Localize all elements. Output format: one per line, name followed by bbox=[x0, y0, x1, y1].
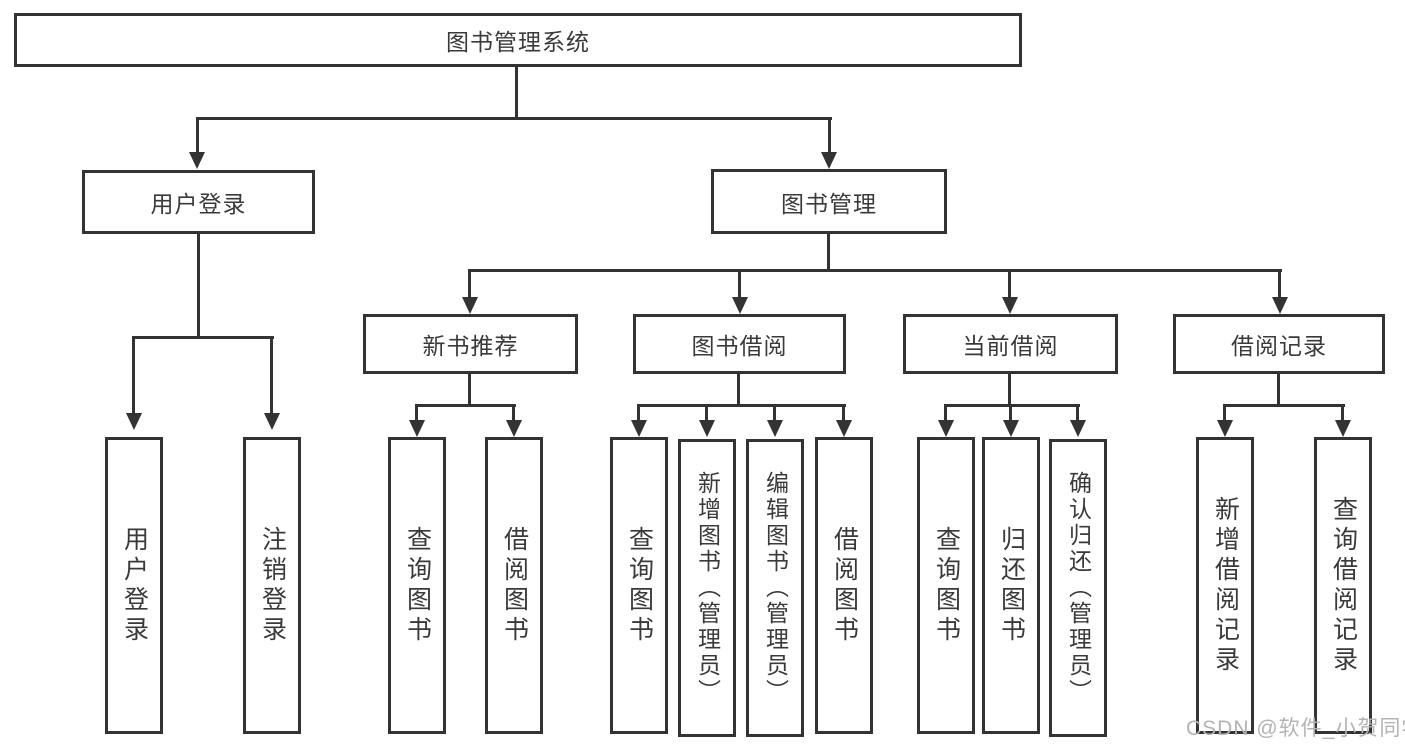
leaf-add-books-admin-label: 新增图书（管理员） bbox=[694, 471, 721, 705]
connector-book-mgmt-stem bbox=[827, 234, 830, 272]
connector-to-borrow-books-1 bbox=[512, 404, 515, 422]
arrowhead-return-books bbox=[1003, 420, 1019, 437]
connector-records-splitter bbox=[1223, 404, 1345, 407]
arrowhead-new-book-recommend bbox=[462, 297, 478, 314]
node-borrow-records-label: 借阅记录 bbox=[1231, 333, 1327, 359]
connector-borrowing-stem bbox=[737, 374, 740, 407]
arrowhead-query-books-1 bbox=[409, 420, 425, 437]
leaf-borrow-books: 借阅图书 bbox=[815, 437, 873, 734]
connector-to-leaf-logout bbox=[270, 336, 273, 415]
node-user-login: 用户登录 bbox=[82, 170, 315, 234]
connector-to-query-books-3 bbox=[944, 404, 947, 422]
arrowhead-borrow-records bbox=[1272, 297, 1288, 314]
node-book-management: 图书管理 bbox=[711, 169, 947, 234]
connector-to-book-borrowing bbox=[738, 269, 741, 299]
connector-root-stem bbox=[515, 66, 518, 119]
leaf-logout-login: 注销登录 bbox=[243, 437, 301, 734]
connector-to-edit-books bbox=[773, 404, 776, 422]
leaf-return-books-label: 归还图书 bbox=[997, 525, 1026, 646]
connector-current-stem bbox=[1008, 374, 1011, 407]
connector-to-book-management bbox=[828, 117, 831, 154]
leaf-borrow-books-recommend: 借阅图书 bbox=[485, 437, 543, 734]
node-root-label: 图书管理系统 bbox=[446, 29, 590, 55]
arrowhead-user-login bbox=[189, 152, 205, 169]
connector-to-user-login bbox=[196, 117, 199, 154]
arrowhead-edit-books bbox=[767, 420, 783, 437]
connector-to-query-record bbox=[1341, 404, 1344, 422]
arrowhead-leaf-user-login bbox=[126, 413, 142, 430]
connector-book-mgmt-splitter bbox=[468, 269, 1282, 272]
leaf-query-borrow-record: 查询借阅记录 bbox=[1314, 437, 1372, 734]
arrowhead-borrow-books-2 bbox=[836, 420, 852, 437]
leaf-query-borrow-record-label: 查询借阅记录 bbox=[1329, 495, 1358, 676]
arrowhead-current-borrowing bbox=[1002, 297, 1018, 314]
connector-to-add-record bbox=[1223, 404, 1226, 422]
connector-recommend-stem bbox=[468, 374, 471, 407]
csdn-watermark: CSDN @软件_小贺同学 bbox=[1186, 717, 1405, 740]
leaf-query-books-borrowing: 查询图书 bbox=[610, 437, 668, 734]
connector-to-borrow-books-2 bbox=[842, 404, 845, 422]
leaf-add-borrow-record-label: 新增借阅记录 bbox=[1211, 495, 1240, 676]
node-current-borrowing-label: 当前借阅 bbox=[962, 333, 1059, 359]
connector-user-login-stem bbox=[197, 234, 200, 338]
leaf-confirm-return-admin: 确认归还（管理员） bbox=[1049, 439, 1107, 737]
connector-to-add-books bbox=[705, 404, 708, 422]
node-book-borrowing-label: 图书借阅 bbox=[691, 333, 788, 359]
node-current-borrowing: 当前借阅 bbox=[903, 314, 1118, 374]
leaf-query-books-current-label: 查询图书 bbox=[932, 525, 961, 646]
connector-to-borrow-records bbox=[1278, 269, 1281, 299]
leaf-add-borrow-record: 新增借阅记录 bbox=[1196, 437, 1254, 734]
connector-to-confirm-return bbox=[1076, 404, 1079, 422]
connector-to-query-books-1 bbox=[415, 404, 418, 422]
arrowhead-query-record bbox=[1335, 420, 1351, 437]
arrowhead-query-books-2 bbox=[631, 420, 647, 437]
leaf-query-books-recommend: 查询图书 bbox=[388, 437, 446, 734]
arrowhead-leaf-logout bbox=[264, 413, 280, 430]
leaf-edit-books-admin: 编辑图书（管理员） bbox=[746, 439, 804, 737]
leaf-query-books-borrowing-label: 查询图书 bbox=[625, 525, 654, 646]
connector-to-leaf-user-login bbox=[132, 336, 135, 415]
leaf-confirm-return-admin-label: 确认归还（管理员） bbox=[1065, 471, 1092, 705]
leaf-logout-login-label: 注销登录 bbox=[258, 525, 287, 646]
arrowhead-confirm-return bbox=[1070, 420, 1086, 437]
arrowhead-add-books bbox=[699, 420, 715, 437]
leaf-borrow-books-recommend-label: 借阅图书 bbox=[500, 525, 529, 646]
leaf-return-books: 归还图书 bbox=[982, 437, 1040, 734]
leaf-edit-books-admin-label: 编辑图书（管理员） bbox=[762, 471, 789, 705]
arrowhead-query-books-3 bbox=[938, 420, 954, 437]
node-new-book-recommend: 新书推荐 bbox=[363, 314, 578, 374]
connector-records-stem bbox=[1277, 374, 1280, 407]
arrowhead-add-record bbox=[1217, 420, 1233, 437]
connector-to-query-books-2 bbox=[637, 404, 640, 422]
arrowhead-book-borrowing bbox=[732, 297, 748, 314]
node-user-login-label: 用户登录 bbox=[150, 191, 247, 217]
connector-borrowing-splitter bbox=[637, 404, 846, 407]
node-root: 图书管理系统 bbox=[14, 13, 1022, 67]
connector-to-current-borrowing bbox=[1008, 269, 1011, 299]
leaf-add-books-admin: 新增图书（管理员） bbox=[678, 439, 736, 737]
connector-to-new-book-recommend bbox=[468, 269, 471, 299]
arrowhead-book-management bbox=[821, 152, 837, 169]
connector-recommend-splitter bbox=[415, 404, 516, 407]
connector-current-splitter bbox=[944, 404, 1080, 407]
arrowhead-borrow-books-1 bbox=[506, 420, 522, 437]
node-new-book-recommend-label: 新书推荐 bbox=[422, 333, 519, 359]
node-borrow-records: 借阅记录 bbox=[1173, 314, 1385, 374]
leaf-query-books-current: 查询图书 bbox=[917, 437, 975, 734]
node-book-borrowing: 图书借阅 bbox=[633, 314, 846, 374]
connector-user-login-splitter bbox=[133, 336, 274, 339]
leaf-query-books-recommend-label: 查询图书 bbox=[403, 525, 432, 646]
leaf-user-login: 用户登录 bbox=[105, 437, 163, 734]
connector-root-splitter bbox=[196, 117, 832, 120]
node-book-management-label: 图书管理 bbox=[781, 190, 877, 217]
leaf-user-login-label: 用户登录 bbox=[120, 525, 149, 646]
leaf-borrow-books-label: 借阅图书 bbox=[830, 525, 859, 646]
connector-to-return-books bbox=[1009, 404, 1012, 422]
